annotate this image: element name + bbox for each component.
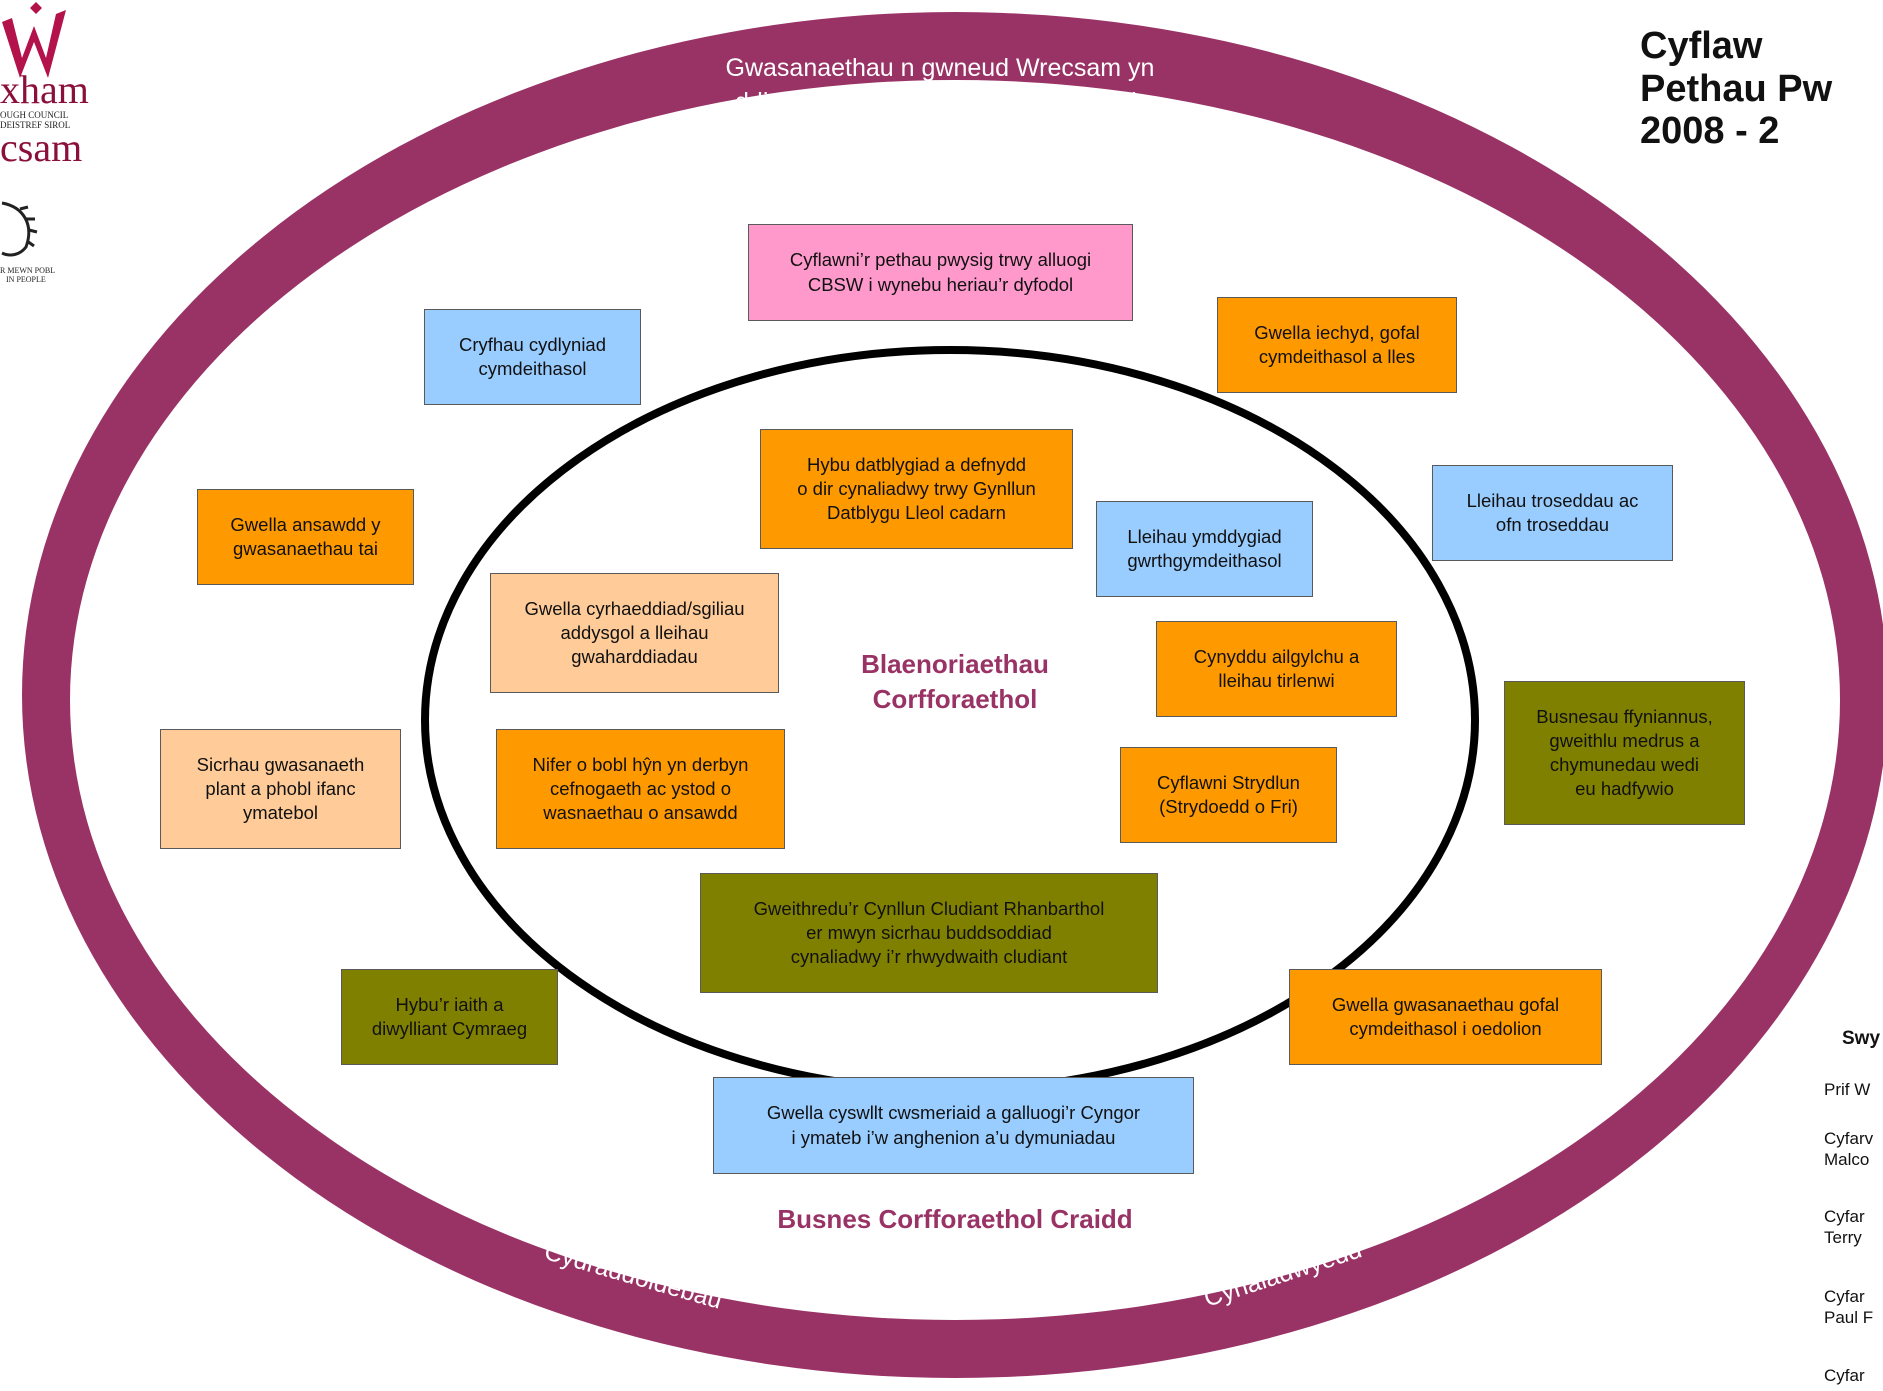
side-list-item: Cyfar Paul F <box>1824 1287 1874 1328</box>
iip-laurel-icon <box>1 201 38 257</box>
side-list-item: Cyfar <box>1824 1366 1865 1385</box>
box-regional-transport-plan: Gweithredu’r Cynllun Cludiant Rhanbartho… <box>700 873 1158 993</box>
council-logo-line-1: xham <box>0 67 89 112</box>
core-heading: Busnes Corfforaethol Craidd <box>777 1204 1133 1234</box>
page-title: Cyflaw Pethau Pw 2008 - 2 <box>1640 25 1833 153</box>
council-logo-line-2: OUGH COUNCIL <box>0 110 69 120</box>
box-streetscape: Cyflawni Strydlun (Strydoedd o Fri) <box>1120 747 1337 843</box>
box-children-young-people: Sicrhau gwasanaeth plant a phobl ifanc y… <box>160 729 401 849</box>
box-social-cohesion: Cryfhau cydlyniad cymdeithasol <box>424 309 641 405</box>
box-welsh-language: Hybu’r iaith a diwylliant Cymraeg <box>341 969 558 1065</box>
box-customer-contact: Gwella cyswllt cwsmeriaid a galluogi’r C… <box>713 1077 1194 1174</box>
side-list-item: Cyfarv Malco <box>1824 1129 1874 1170</box>
council-logo-line-4: csam <box>0 125 83 170</box>
logo-area: xham OUGH COUNCIL DEISTREF SIROL csam R … <box>0 0 90 300</box>
council-logo <box>2 2 66 78</box>
iip-logo-line-1: R MEWN POBL <box>0 266 56 275</box>
box-future-challenges: Cyflawni’r pethau pwysig trwy alluogi CB… <box>748 224 1133 321</box>
council-logo-line-3: DEISTREF SIROL <box>0 120 71 130</box>
inner-heading: Blaenoriaethau Corfforaethol <box>861 649 1049 715</box>
council-logo-text: xham OUGH COUNCIL DEISTREF SIROL csam <box>0 67 90 170</box>
box-health-care-wellbeing: Gwella iechyd, gofal cymdeithasol a lles <box>1217 297 1457 393</box>
side-list: Swy Prif W Cyfarv Malco Cyfar Terry Cyfa… <box>1818 1028 1883 1385</box>
box-housing-services: Gwella ansawdd y gwasanaethau tai <box>197 489 414 585</box>
box-older-people: Nifer o bobl hŷn yn derbyn cefnogaeth ac… <box>496 729 785 849</box>
box-crime-reduction: Lleihau troseddau ac ofn troseddau <box>1432 465 1673 561</box>
outer-ring-top-text: Gwasanaethau n gwneud Wrecsam yn ddiogel… <box>725 54 1155 116</box>
side-list-heading: Swy <box>1842 1028 1881 1049</box>
box-thriving-businesses: Busnesau ffyniannus, gweithlu medrus a c… <box>1504 681 1745 825</box>
box-recycling: Cynyddu ailgylchu a lleihau tirlenwi <box>1156 621 1397 717</box>
box-antisocial-behaviour: Lleihau ymddygiad gwrthgymdeithasol <box>1096 501 1313 597</box>
side-list-item: Prif W <box>1824 1080 1871 1099</box>
box-educational-attainment: Gwella cyrhaeddiad/sgiliau addysgol a ll… <box>490 573 779 693</box>
iip-logo-text: R MEWN POBL IN PEOPLE <box>0 266 55 284</box>
box-local-development-plan: Hybu datblygiad a defnydd o dir cynaliad… <box>760 429 1073 549</box>
side-list-item: Cyfar Terry <box>1824 1207 1865 1248</box>
iip-logo-line-2: IN PEOPLE <box>6 275 46 284</box>
box-adult-social-care: Gwella gwasanaethau gofal cymdeithasol i… <box>1289 969 1602 1065</box>
